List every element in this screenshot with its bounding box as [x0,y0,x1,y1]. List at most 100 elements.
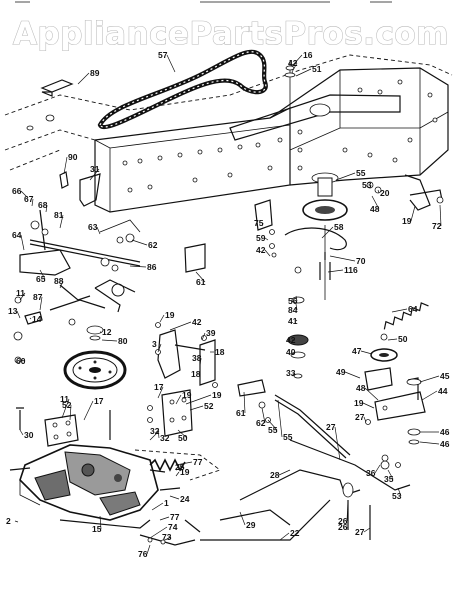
callout-leader [29,317,32,320]
callout-3: 3 [152,339,162,353]
watermark: AppliancePartsPros.com [13,16,449,52]
callout-leader [159,314,165,323]
callout-number: 27 [326,422,336,432]
center-brackets [155,322,218,388]
callout-number: 58 [334,222,344,232]
callout-leader [410,205,416,222]
callout-number: 75 [254,218,264,228]
callout-leader [397,487,402,497]
dashed-rod [134,449,221,481]
callout-1: 1 [151,498,169,511]
callout-46: 46 [420,427,450,437]
callout-leader [291,62,298,73]
callout-number: 2 [6,516,11,526]
callout-52: 52 [189,401,214,411]
callout-leader [175,461,193,466]
pin-2 [159,487,181,491]
callout-leader [59,280,64,289]
callout-number: 63 [88,222,98,232]
callout-number: 31 [90,164,100,174]
callout-number: 19 [212,390,222,400]
callout-number: 67 [24,194,34,204]
callout-leader [377,189,380,194]
callout-number: 22 [290,528,300,538]
spring-25 [149,458,186,472]
callout-56: 56 [288,295,298,306]
callout-leader [89,168,100,181]
callout-number: 36 [366,468,376,478]
callout-number: 11 [60,394,69,404]
callout-leader [371,195,380,210]
callout-48: 48 [370,195,380,214]
callout-number: 19 [182,390,192,400]
callout-leader [360,350,373,355]
callout-leader [334,426,341,461]
callout-leader [264,249,271,257]
callout-53: 53 [362,180,372,190]
callout-leader [31,198,34,207]
callout-number: 35 [384,474,394,484]
callout-number: 19 [354,398,364,408]
callout-leader [363,527,371,533]
callout-leader [166,54,176,73]
bracket-52 [16,407,111,447]
callout-number: 45 [440,371,450,381]
callout-number: 87 [33,292,43,302]
callout-leader [77,72,90,85]
callout-leader [344,371,361,379]
callout-52: 52 [62,400,72,421]
callout-14: 14 [29,314,42,324]
callout-number: 11 [16,288,25,298]
callout-leader [295,319,298,322]
clutch-linkage [13,209,141,364]
callout-60: 60 [16,356,26,366]
lower-rods [139,379,411,546]
callout-51: 51 [295,64,322,77]
callout-number: 61 [236,408,246,418]
callout-number: 3 [152,339,157,349]
callout-leader [199,357,202,367]
callout-62: 62 [256,407,266,428]
callout-leader [295,295,298,302]
callout-81: 81 [54,210,64,229]
callout-19: 19 [159,310,175,323]
callout-18: 18 [210,347,225,357]
callout-80: 80 [101,336,128,346]
callout-number: 77 [193,457,203,467]
callout-55: 55 [335,168,366,181]
callout-number: 19 [402,216,412,226]
callout-number: 64 [408,304,418,314]
callout-12: 12 [100,327,112,337]
callout-35: 35 [384,469,394,484]
callout-leader [157,386,164,399]
callout-leader [131,239,148,246]
callout-number: 80 [118,336,128,346]
callout-number: 60 [16,356,26,366]
callout-66: 66 [12,186,29,199]
callout-number: 64 [12,230,22,240]
callout-leader [346,499,349,522]
callout-number: 28 [270,470,280,480]
callout-62: 62 [131,239,158,250]
callout-number: 1 [164,498,169,508]
callout-16: 16 [291,50,313,67]
callout-number: 55 [356,168,366,178]
callout-number: 25 [175,462,185,472]
callout-15: 15 [92,515,102,534]
callout-89: 89 [77,68,100,85]
callout-19: 19 [185,390,222,405]
callout-leader [421,390,438,401]
callout-leader [295,68,312,77]
callout-number: 77 [170,512,180,522]
callout-26: 26 [338,499,349,526]
callout-leader [149,526,168,539]
callout-number: 81 [54,210,64,220]
callout-19: 19 [175,467,190,477]
callout-number: 56 [288,296,298,306]
callout-40: 40 [286,347,296,357]
callout-number: 26 [338,516,348,526]
callout-72: 72 [432,204,442,231]
callout-leader [157,343,162,353]
